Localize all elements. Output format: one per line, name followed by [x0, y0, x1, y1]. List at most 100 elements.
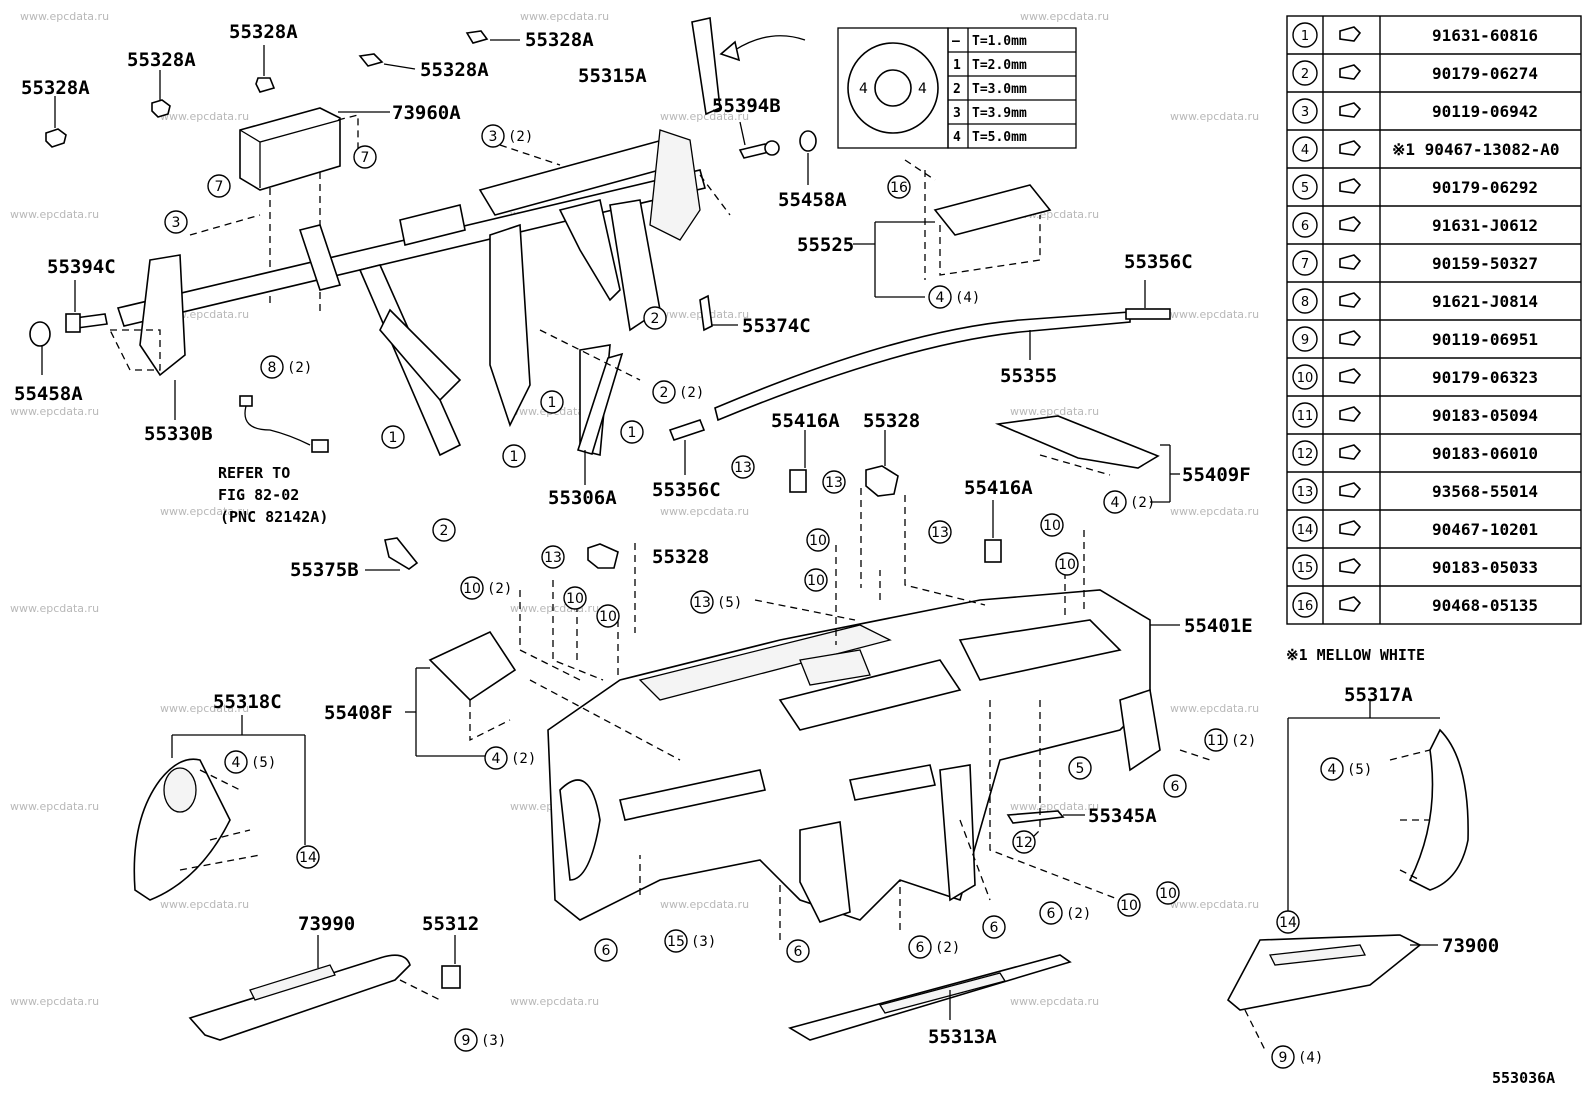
bracket-55315A	[691, 17, 806, 116]
clip-55328A-icon	[151, 99, 171, 118]
shim-detail: 4 4 — T=1.0mm 1 T=2.0mm 2 T=3.0mm 3 T=3.…	[837, 27, 1077, 149]
callout: 16	[887, 175, 911, 199]
svg-text:(2): (2)	[1231, 733, 1256, 749]
callout: 10	[1117, 893, 1141, 917]
watermark: www.epcdata.ru	[660, 110, 749, 123]
table-index-circle	[1292, 174, 1318, 200]
watermark: www.epcdata.ru	[1010, 405, 1099, 418]
part-label-55458A: 55458A	[778, 189, 847, 211]
fastener-icon	[1339, 520, 1362, 536]
refer-note-line2: FIG 82-02	[218, 486, 299, 504]
table-index-circle	[1292, 250, 1318, 276]
svg-text:9: 9	[462, 1033, 471, 1049]
callout: 13	[731, 455, 755, 479]
side-panel-55317A	[1287, 700, 1469, 920]
table-index: 8	[1301, 295, 1309, 310]
table-part-number: 93568-55014	[1432, 482, 1538, 501]
table-part-number: 91631-60816	[1432, 26, 1538, 45]
watermark: www.epcdata.ru	[1170, 110, 1259, 123]
table-index: 1	[1301, 29, 1309, 44]
table-index: 7	[1301, 257, 1309, 272]
compartment-55408F	[405, 630, 517, 757]
callout: 6	[786, 939, 810, 963]
watermark: www.epcdata.ru	[660, 898, 749, 911]
callout: 1	[502, 444, 526, 468]
svg-text:(3): (3)	[481, 1033, 506, 1049]
shim-code: 2	[953, 82, 961, 97]
svg-text:10: 10	[1120, 898, 1138, 914]
shim-code: 3	[953, 106, 961, 121]
table-index-circle	[1292, 288, 1318, 314]
svg-text:9: 9	[1279, 1050, 1288, 1066]
table-index-circle	[1292, 60, 1318, 86]
callout: 10	[1040, 513, 1064, 537]
table-index: 12	[1297, 447, 1314, 462]
svg-text:4: 4	[859, 81, 868, 97]
svg-text:6: 6	[1171, 779, 1180, 795]
svg-text:(2): (2)	[1130, 495, 1155, 511]
clip-55328A-icon	[465, 30, 489, 44]
fastener-icon	[1339, 482, 1362, 498]
fastener-icon	[1339, 64, 1362, 80]
svg-text:7: 7	[215, 179, 224, 195]
svg-text:10: 10	[1159, 886, 1177, 902]
callout: 7	[207, 174, 231, 198]
svg-text:6: 6	[916, 940, 925, 956]
cover-73990	[188, 935, 441, 1041]
clip-parts-top	[45, 30, 520, 148]
callout: 9(4)	[1271, 1045, 1323, 1069]
callout: 2	[643, 306, 667, 330]
callout: 9 (3)	[454, 1028, 506, 1052]
fastener-icon	[1339, 406, 1362, 422]
table-part-number: ※1 90467-13082-A0	[1392, 140, 1560, 159]
bracket-55374C	[699, 294, 738, 332]
svg-text:1: 1	[389, 430, 398, 446]
watermark: www.epcdata.ru	[10, 995, 99, 1008]
callout: 4(4)	[928, 285, 980, 309]
table-index-circle	[1292, 22, 1318, 48]
svg-text:2: 2	[651, 311, 660, 327]
svg-text:13: 13	[825, 475, 843, 491]
watermark: www.epcdata.ru	[1170, 702, 1259, 715]
svg-text:1: 1	[510, 449, 519, 465]
svg-text:4: 4	[918, 81, 927, 97]
callout: 15(3)	[664, 929, 716, 953]
refer-note-line1: REFER TO	[218, 464, 290, 482]
table-part-number: 91631-J0612	[1432, 216, 1538, 235]
callout: 13	[822, 470, 846, 494]
svg-text:10: 10	[809, 533, 827, 549]
svg-text:(3): (3)	[691, 934, 716, 950]
callout: 7	[353, 145, 377, 169]
table-index-circle	[1292, 98, 1318, 124]
part-label-73900: 73900	[1442, 935, 1499, 957]
watermark: www.epcdata.ru	[160, 110, 249, 123]
svg-text:12: 12	[1015, 835, 1033, 851]
callout: 10(2)	[460, 576, 512, 600]
bolt-55394B	[738, 121, 817, 185]
shim-thickness: T=2.0mm	[972, 58, 1027, 73]
fastener-icon	[1339, 216, 1362, 232]
table-index: 13	[1297, 485, 1314, 500]
svg-text:5: 5	[1076, 761, 1085, 777]
callout: 1	[381, 425, 405, 449]
watermark: www.epcdata.ru	[10, 602, 99, 615]
watermark: www.epcdata.ru	[1170, 898, 1259, 911]
table-index: 9	[1301, 333, 1309, 348]
callout: 10	[596, 604, 620, 628]
part-label-55313A: 55313A	[928, 1026, 997, 1048]
clips-mid	[587, 430, 1002, 569]
part-label-55306A: 55306A	[548, 487, 617, 509]
svg-text:(2): (2)	[287, 360, 312, 376]
cover-55525	[853, 159, 1052, 298]
svg-text:(2): (2)	[935, 940, 960, 956]
callout: 6	[1163, 774, 1187, 798]
shim-thickness: T=5.0mm	[972, 130, 1027, 145]
cover-55313A	[787, 954, 1072, 1041]
shim-thickness: T=3.0mm	[972, 82, 1027, 97]
table-index: 3	[1301, 105, 1309, 120]
svg-text:10: 10	[566, 591, 584, 607]
bracket-55375B	[365, 537, 419, 571]
svg-text:11: 11	[1207, 733, 1225, 749]
part-label-55345A: 55345A	[1088, 805, 1157, 827]
part-label-55328A: 55328A	[127, 49, 196, 71]
